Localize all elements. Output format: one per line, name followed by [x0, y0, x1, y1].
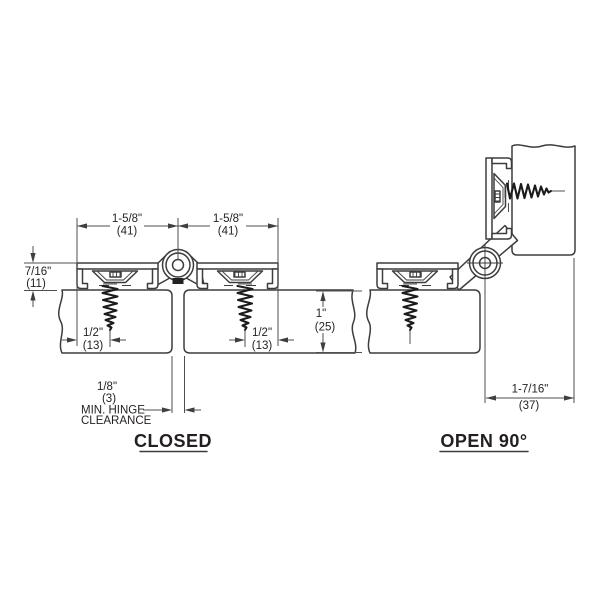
- closed-view: 1-5/8" (41) 1-5/8" (41) 7/16" (11) 1/2" …: [24, 213, 357, 453]
- open-view-title: OPEN 90°: [440, 431, 527, 451]
- dim-pivot-to-face-mm: (37): [519, 400, 540, 412]
- closed-view-title: CLOSED: [134, 431, 212, 451]
- clearance-note-line2: CLEARANCE: [81, 415, 152, 427]
- open-view: 1" (25) 1-7/16" (37) OPEN 90°: [315, 144, 576, 453]
- dim-clearance-mm: (3): [102, 393, 116, 405]
- dim-screw-inset-left-inches: 1/2": [83, 327, 103, 339]
- dim-left-span-inches: 1-5/8": [112, 213, 142, 225]
- closed-right-leaf: [196, 262, 279, 290]
- open-frame-panel: [366, 289, 481, 354]
- dim-left-span-mm: (41): [117, 226, 138, 238]
- dim-pivot-to-face-inches: 1-7/16": [512, 384, 549, 396]
- dim-panel-thickness-inches: 1": [316, 308, 326, 320]
- closed-knuckle-pin: [172, 278, 184, 284]
- open-door-panel: [511, 144, 576, 256]
- closed-right-panel: [183, 289, 357, 354]
- clearance-note-line1: MIN. HINGE: [81, 405, 145, 417]
- dim-leaf-height-mm: (11): [26, 278, 46, 290]
- open-dimension-lines: [316, 258, 575, 403]
- dim-screw-inset-right-mm: (13): [252, 340, 273, 352]
- dim-screw-inset-left-mm: (13): [83, 340, 104, 352]
- dim-leaf-height-inches: 7/16": [25, 266, 51, 278]
- open-vertical-leaf: [485, 157, 513, 240]
- open-horizontal-leaf: [376, 262, 459, 290]
- dim-right-span-inches: 1-5/8": [213, 213, 243, 225]
- dim-clearance-inches: 1/8": [97, 381, 117, 393]
- open-knuckle-centerlines: [467, 245, 503, 281]
- dim-right-span-mm: (41): [218, 226, 239, 238]
- closed-dimension-lines: [24, 218, 294, 413]
- dim-panel-thickness-mm: (25): [315, 322, 336, 334]
- dim-screw-inset-right-inches: 1/2": [252, 327, 272, 339]
- closed-left-panel: [58, 289, 173, 354]
- closed-left-leaf: [76, 262, 159, 290]
